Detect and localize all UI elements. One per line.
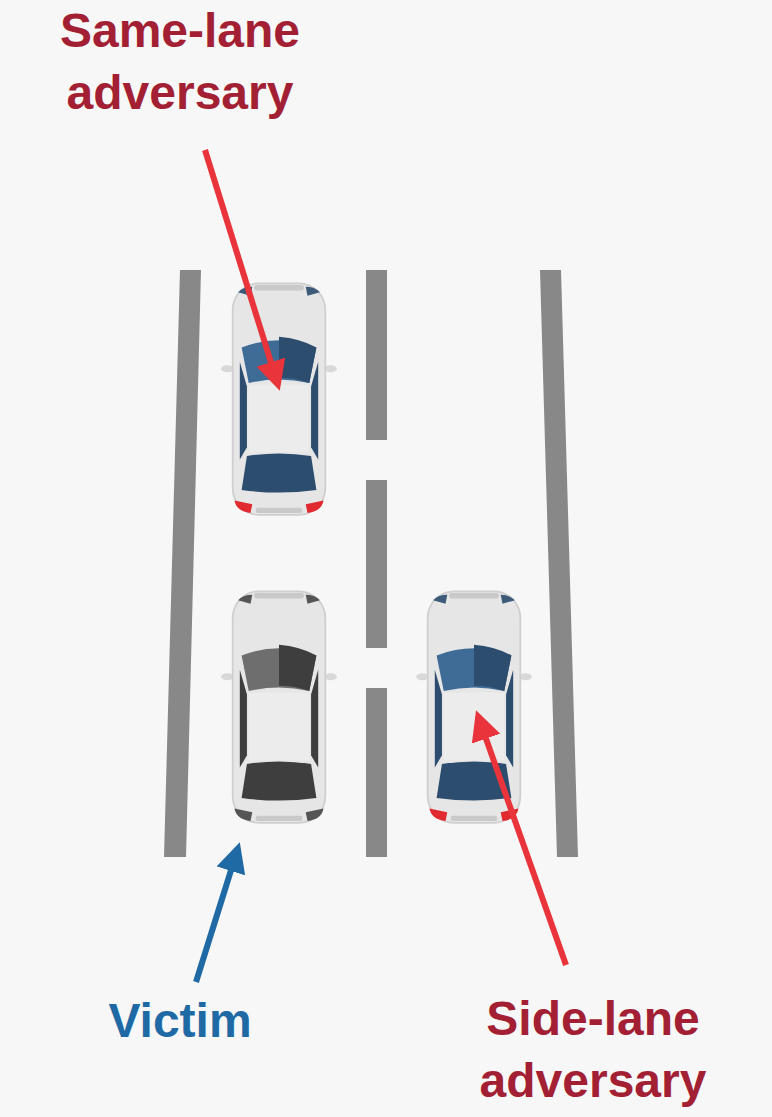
- leader-arrow: [205, 150, 278, 385]
- leader-arrow: [478, 716, 566, 965]
- callout-label: Victim: [60, 990, 300, 1052]
- lane-dash: [366, 688, 387, 857]
- adversary-car: [221, 283, 337, 515]
- road-edge: [164, 270, 201, 857]
- callout-label: Same-lane adversary: [10, 0, 350, 124]
- victim-car: [221, 591, 337, 823]
- leader-arrow: [196, 848, 238, 982]
- callout-label: Side-lane adversary: [428, 988, 758, 1112]
- adversary-car: [416, 591, 532, 823]
- lane-dash: [366, 270, 387, 440]
- lane-dash: [366, 480, 387, 648]
- road-edge: [540, 270, 578, 857]
